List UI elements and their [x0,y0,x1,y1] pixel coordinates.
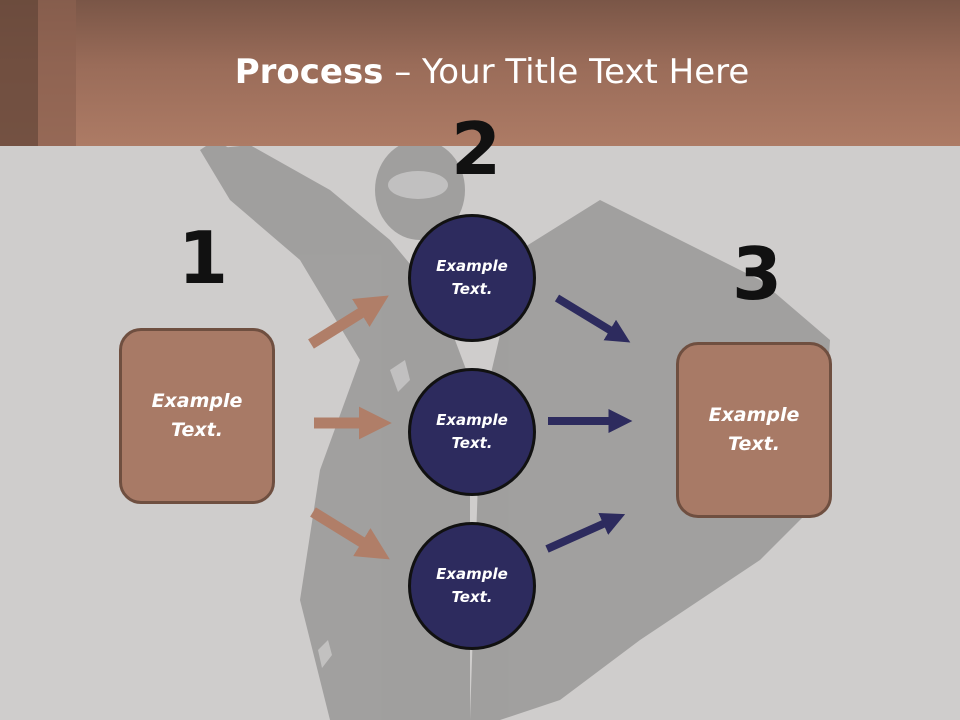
arrow-left-to-top [308,295,389,349]
step-number-2: 2 [451,107,502,191]
circle-top-text: Example Text. [436,257,508,298]
circle-top: Example Text. [408,214,536,342]
step-number-1: 1 [178,216,229,300]
circle-bottom-text: Example Text. [436,565,508,606]
slide-title: Process – Your Title Text Here [0,52,960,92]
arrow-top-to-right [554,294,631,343]
right-box: Example Text. [676,342,832,518]
circle-middle-text: Example Text. [436,411,508,452]
circle-bottom: Example Text. [408,522,536,650]
title-bold: Process [234,52,384,92]
right-box-text: Example Text. [708,404,800,455]
header-band [0,0,960,146]
step-number-3: 3 [732,232,783,316]
title-rest: – Your Title Text Here [383,52,750,92]
arrow-bottom-to-right [545,512,626,553]
left-box: Example Text. [119,328,275,504]
header-stripe [38,0,76,146]
left-box-text: Example Text. [151,390,243,441]
header-stripe [0,0,38,146]
circle-middle: Example Text. [408,368,536,496]
arrow-left-to-bottom [310,507,390,560]
